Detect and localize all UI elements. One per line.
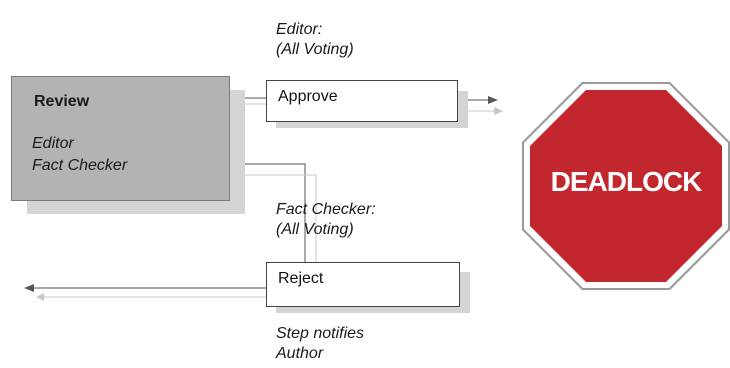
review-participant-fact-checker: Fact Checker: [32, 157, 128, 174]
reject-voter-role: Fact Checker:: [276, 201, 376, 218]
review-to-reject-shadow-line: [230, 174, 317, 262]
deadlock-label: DEADLOCK: [550, 166, 703, 197]
deadlock-stop-sign: DEADLOCK: [520, 80, 730, 292]
approve-step-box[interactable]: Approve: [266, 80, 458, 122]
reject-step-box[interactable]: Reject: [266, 262, 460, 307]
review-participant-editor: Editor: [32, 135, 74, 152]
stop-sign-icon: [522, 82, 730, 290]
approve-out-shadow-arrowhead: [494, 107, 503, 115]
reject-out-arrowhead: [24, 284, 34, 292]
stop-sign-face: [530, 90, 722, 282]
reject-notification-note: Step notifies Author: [276, 324, 364, 364]
approve-voting-mode: (All Voting): [276, 41, 354, 58]
reject-step-label: Reject: [278, 270, 324, 287]
review-step-title: Review: [34, 93, 90, 110]
reject-voter-note: Fact Checker: (All Voting): [276, 200, 376, 240]
reject-out-shadow-arrowhead: [36, 293, 44, 301]
reject-notification-line2: Author: [276, 345, 324, 362]
approve-voter-note: Editor: (All Voting): [276, 20, 354, 60]
approve-voter-role: Editor:: [276, 21, 323, 38]
review-step-box[interactable]: Review Editor Fact Checker: [11, 76, 230, 201]
reject-voting-mode: (All Voting): [276, 221, 354, 238]
reject-notification-line1: Step notifies: [276, 325, 365, 342]
approve-out-arrowhead: [488, 96, 498, 104]
approve-step-label: Approve: [278, 88, 338, 105]
review-to-reject-line: [230, 163, 306, 262]
